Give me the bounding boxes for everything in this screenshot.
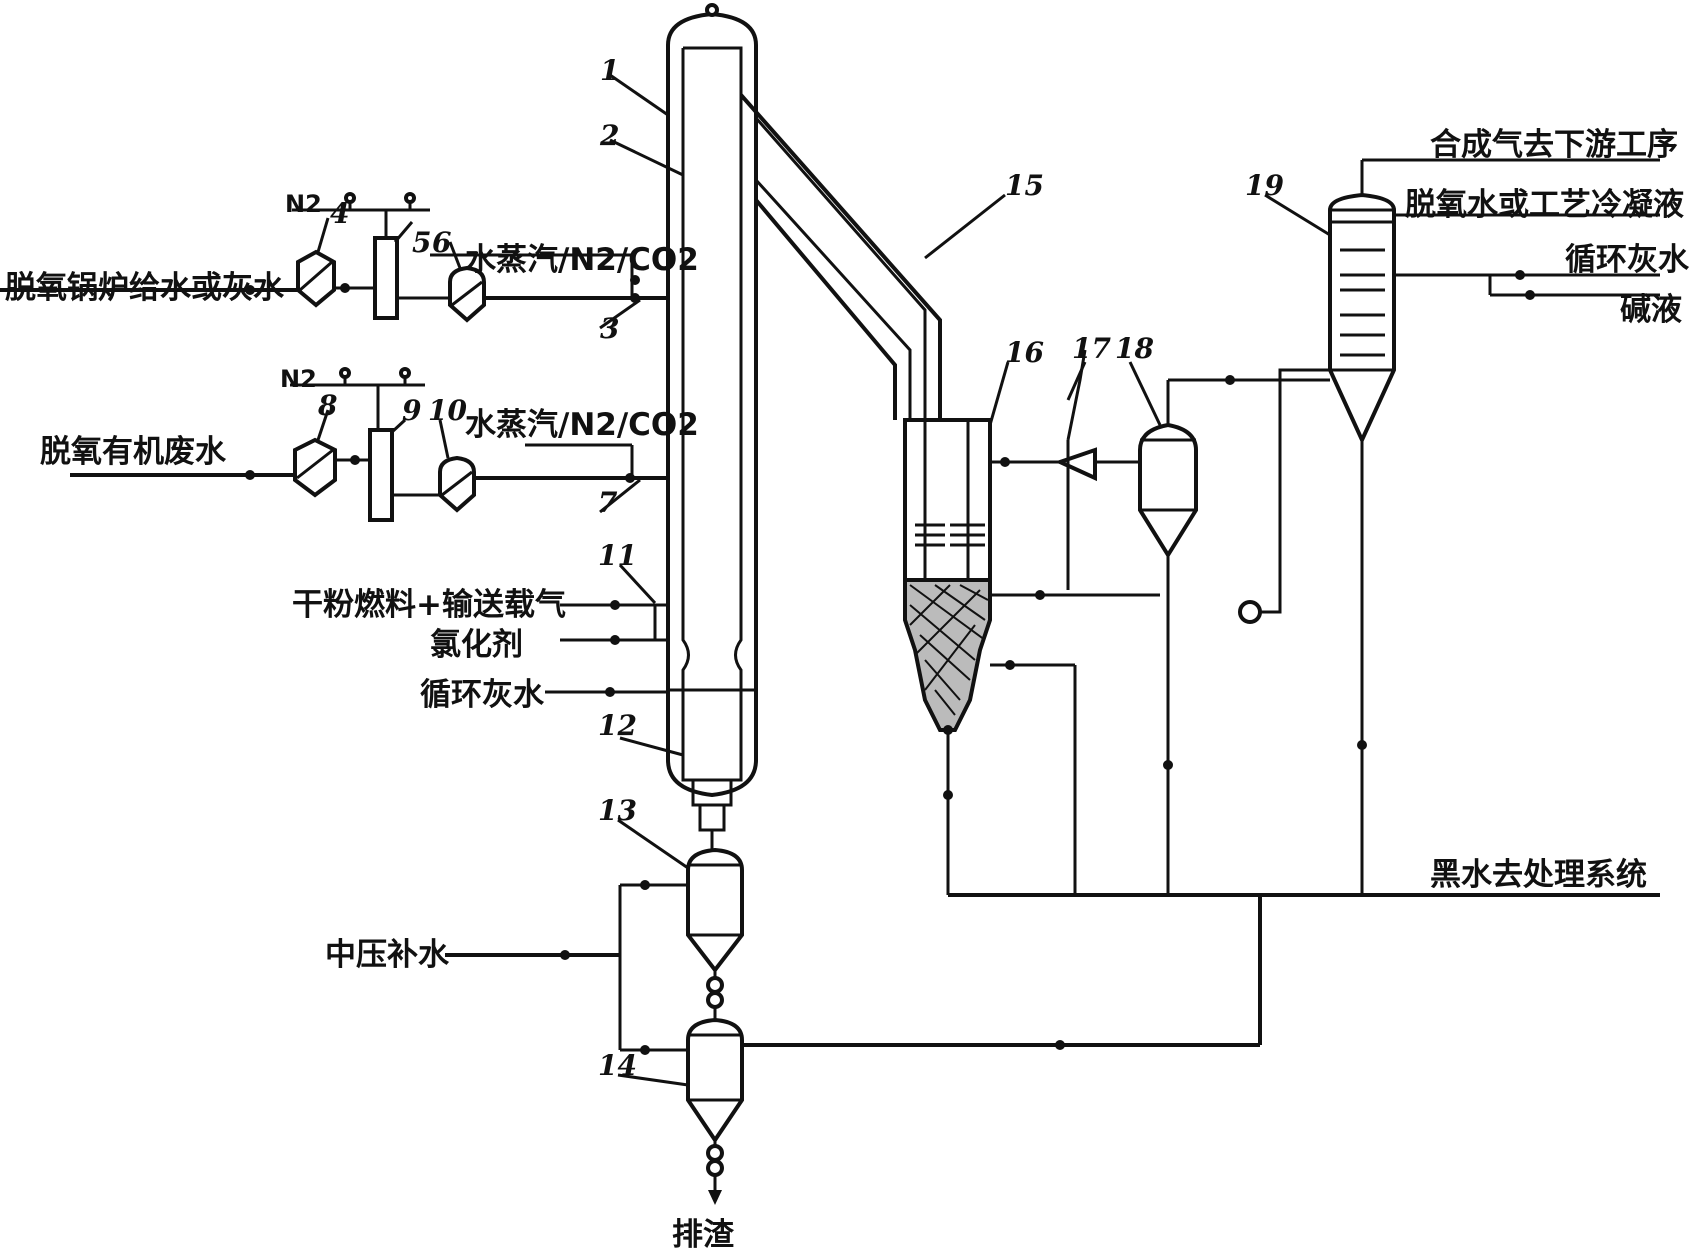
tag-14: 14 [598,1049,637,1082]
label-steam-mix-1: 水蒸汽/N2/CO2 [465,242,699,278]
tag-18: 18 [1115,332,1154,365]
lock-hopper-14 [686,1017,744,1205]
label-syngas: 合成气去下游工序 [1430,127,1678,163]
label-alkali: 碱液 [1620,292,1682,328]
label-slag: 排渣 [672,1217,735,1251]
tag-7: 7 [598,486,618,519]
label-circ-water-left: 循环灰水 [420,677,545,713]
piping [445,158,1660,1052]
lock-hopper-13 [686,847,744,1020]
label-chlorinating: 氯化剂 [430,627,523,663]
label-black-water: 黑水去处理系统 [1430,857,1647,893]
tag-1: 1 [600,54,619,87]
transfer-duct [739,93,942,420]
tag-6: 6 [432,226,451,259]
label-n2-upper: N2 [285,190,322,218]
tag-10: 10 [428,394,467,427]
flow-markers [245,270,1535,1055]
label-dry-powder: 干粉燃料+输送载气 [292,587,566,623]
washing-tower [1328,160,1396,895]
label-mp-makeup: 中压补水 [325,937,450,973]
label-n2-lower: N2 [280,365,317,393]
tag-16: 16 [1005,336,1044,369]
label-boiler-feed: 脱氧锅炉给水或灰水 [5,270,285,306]
label-steam-mix-2: 水蒸汽/N2/CO2 [465,407,699,443]
tag-4: 4 [330,197,349,230]
tag-12: 12 [598,709,637,742]
quench-chamber [903,418,992,732]
tag-13: 13 [598,794,637,827]
tag-3: 3 [600,312,619,345]
gasifier-vessel [666,3,758,850]
tag-17: 17 [1072,332,1111,365]
tag-9: 9 [402,394,421,427]
tag-15: 15 [1005,169,1044,202]
tag-11: 11 [598,539,637,572]
separator-18 [1138,410,1198,895]
tag-8: 8 [317,389,337,422]
tag-19: 19 [1245,169,1284,202]
feed-train-lower [70,367,668,522]
label-organic-waste: 脱氧有机废水 [40,434,227,470]
tag-5: 5 [412,226,431,259]
tag-leaders [316,73,1331,1087]
label-circ-water-right: 循环灰水 [1565,242,1690,278]
label-deox-water: 脱氧水或工艺冷凝液 [1405,187,1684,223]
ejector [1050,447,1097,482]
tag-2: 2 [599,119,619,152]
